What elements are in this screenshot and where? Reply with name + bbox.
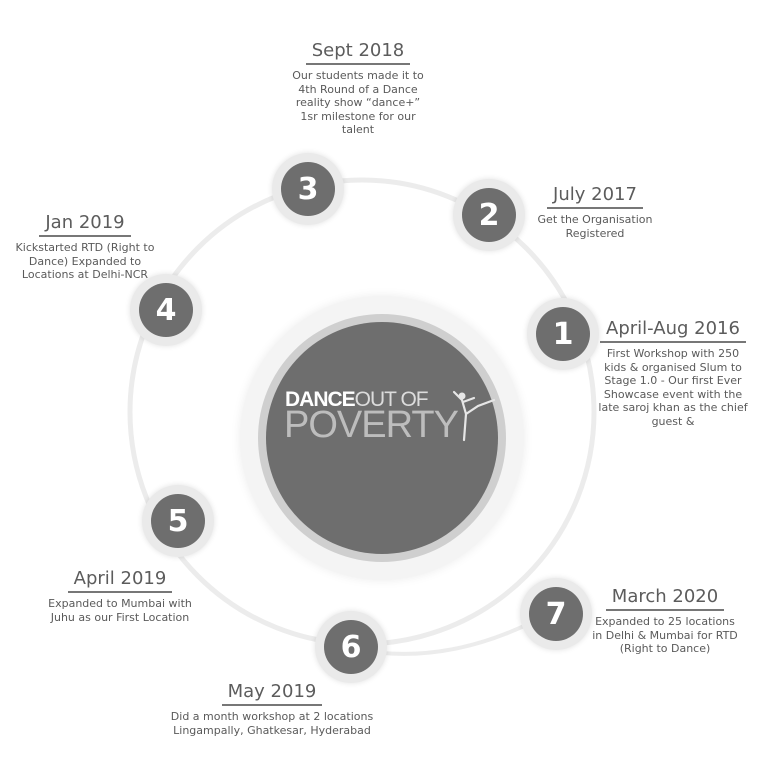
node-number: 5	[151, 494, 205, 548]
logo-out-of-text: OUT OF	[354, 388, 429, 411]
milestone-node-5: 5	[142, 485, 214, 557]
milestone-description: Get the Organisation Registered	[537, 213, 653, 240]
node-number: 6	[324, 620, 378, 674]
node-number: 2	[462, 188, 516, 242]
logo-poverty: POVERTY	[284, 404, 459, 446]
milestone-block-3: Sept 2018 Our students made it to 4th Ro…	[290, 40, 426, 137]
milestone-description: Did a month workshop at 2 locations Ling…	[170, 710, 374, 737]
milestone-node-3: 3	[272, 153, 344, 225]
milestone-block-1: April-Aug 2016 First Workshop with 250 k…	[598, 318, 748, 428]
milestone-block-7: March 2020 Expanded to 25 locations in D…	[590, 586, 740, 656]
node-number: 4	[139, 283, 193, 337]
node-number: 1	[536, 307, 590, 361]
milestone-date: July 2017	[547, 184, 643, 209]
milestone-block-4: Jan 2019 Kickstarted RTD (Right to Dance…	[14, 212, 156, 282]
milestone-description: Our students made it to 4th Round of a D…	[292, 69, 424, 136]
milestone-date: Jan 2019	[39, 212, 131, 237]
milestone-description: Expanded to Mumbai with Juhu as our Firs…	[48, 597, 192, 624]
milestone-date: Sept 2018	[305, 40, 411, 65]
milestone-description: Expanded to 25 locations in Delhi & Mumb…	[592, 615, 738, 655]
milestone-node-7: 7	[520, 578, 592, 650]
milestone-node-1: 1	[527, 298, 599, 370]
logo-dance-text: DANCE	[285, 388, 356, 411]
milestone-description: Kickstarted RTD (Right to Dance) Expande…	[15, 241, 155, 281]
milestone-date: March 2020	[605, 586, 725, 611]
node-number: 7	[529, 587, 583, 641]
node-number: 3	[281, 162, 335, 216]
milestone-block-5: April 2019 Expanded to Mumbai with Juhu …	[38, 568, 202, 624]
milestone-block-6: May 2019 Did a month workshop at 2 locat…	[158, 681, 386, 737]
logo: DANCEOUT OF	[285, 388, 485, 412]
milestone-block-2: July 2017 Get the Organisation Registere…	[530, 184, 660, 240]
hub-circle	[266, 322, 498, 554]
milestone-date: May 2019	[221, 681, 323, 706]
milestone-node-2: 2	[453, 179, 525, 251]
dancer-silhouette-icon	[452, 390, 496, 442]
milestone-description: First Workshop with 250 kids & organised…	[598, 347, 748, 428]
milestone-node-4: 4	[130, 274, 202, 346]
milestone-date: April 2019	[67, 568, 173, 593]
logo-poverty-text: POVERTY	[284, 404, 459, 446]
milestone-date: April-Aug 2016	[600, 318, 746, 343]
milestone-node-6: 6	[315, 611, 387, 683]
